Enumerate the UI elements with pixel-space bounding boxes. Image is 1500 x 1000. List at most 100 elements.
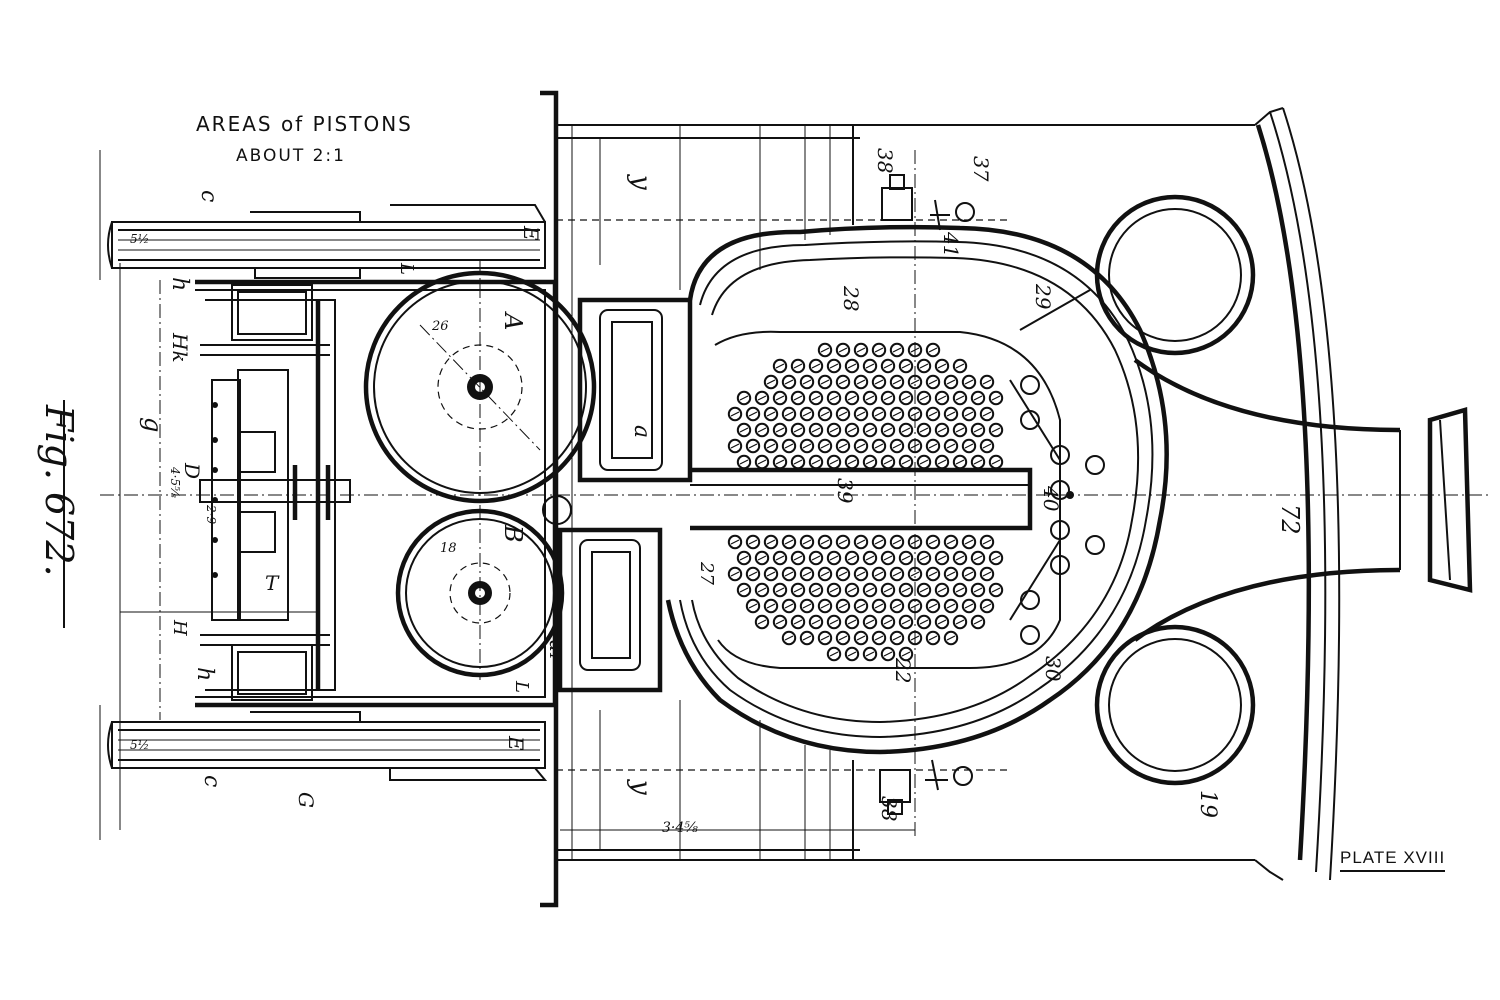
boiler-tube-hatch [820, 443, 830, 449]
wheel-top [107, 204, 546, 279]
boiler-tube-hatch [847, 555, 857, 561]
boiler-tube-hatch [793, 619, 803, 625]
boiler-tube-hatch [901, 363, 911, 369]
boiler-tube-hatch [946, 539, 956, 545]
boiler-tube-hatch [883, 651, 893, 657]
boiler-tube-hatch [901, 459, 911, 465]
reference-numbers: 19 22 27 28 29 30 37 38 38 39 40 41 72 [696, 148, 1304, 821]
boiler-tube-hatch [865, 619, 875, 625]
boiler-tube-hatch [973, 587, 983, 593]
boiler-tube-hatch [901, 395, 911, 401]
dim-centres: 2·9 [204, 504, 218, 524]
boiler-tube-hatch [937, 395, 947, 401]
boiler-tube-hatch [802, 571, 812, 577]
steam-pipe-port [542, 495, 572, 525]
boiler-tube-hatch [973, 395, 983, 401]
boiler-tube-hatch [775, 587, 785, 593]
boiler-tube-hatch [982, 443, 992, 449]
boiler-tube-hatch [892, 347, 902, 353]
boiler-tube-hatch [775, 619, 785, 625]
boiler-tube-hatch [919, 555, 929, 561]
label-cyl-high: A [499, 311, 527, 330]
boiler-tube-hatch [874, 379, 884, 385]
boiler-tube-hatch [802, 379, 812, 385]
ref-39: 39 [833, 478, 857, 504]
ref-30: 30 [1041, 656, 1065, 682]
figure-number: Fig. 672. [37, 404, 81, 577]
boiler-tube-hatch [793, 459, 803, 465]
boiler-tube-hatch [883, 587, 893, 593]
boiler-tube-hatch [793, 587, 803, 593]
boiler-tube-hatch [856, 379, 866, 385]
boiler-tube-hatch [991, 555, 1001, 561]
boiler-tube-hatch [874, 603, 884, 609]
label-guide-k: Hk [168, 332, 192, 363]
boiler-tube-hatch [802, 539, 812, 545]
boiler-tube-hatch [928, 635, 938, 641]
boiler-tube-hatch [919, 459, 929, 465]
boiler-tube-hatch [937, 555, 947, 561]
boiler-tube-hatch [874, 539, 884, 545]
fitting-top [881, 174, 975, 231]
boiler-tube-hatch [811, 587, 821, 593]
figure-label: Fig. 672. [37, 404, 81, 577]
boiler-tube-hatch [946, 411, 956, 417]
boiler-tube-hatch [991, 395, 1001, 401]
boiler-tube-hatch [928, 411, 938, 417]
boiler-tube-hatch [874, 571, 884, 577]
boiler-tube-hatch [820, 603, 830, 609]
boiler-tube-hatch [982, 571, 992, 577]
boiler-tube-hatch [811, 427, 821, 433]
frame-rivets [212, 402, 218, 578]
boiler-tube-hatch [820, 635, 830, 641]
boiler-tube-hatch [982, 411, 992, 417]
boiler-tube-hatch [982, 379, 992, 385]
boiler-tube-hatch [937, 619, 947, 625]
boiler-tube-hatch [739, 395, 749, 401]
valve-chest-high [577, 297, 693, 483]
dim-rim-top: 5½ [130, 232, 149, 246]
boiler-tube-hatch [937, 363, 947, 369]
boiler-tube-hatch [802, 603, 812, 609]
ref-28: 28 [839, 285, 863, 311]
label-saddle-top: y [626, 174, 656, 190]
label-saddle-bottom: y [626, 779, 656, 795]
boiler-tube-hatch [928, 443, 938, 449]
boiler-tube-hatch [748, 539, 758, 545]
boiler-tube-hatch [955, 587, 965, 593]
boiler-tube-hatch [874, 347, 884, 353]
boiler-tube-hatch [766, 539, 776, 545]
boiler-tube-hatch [973, 459, 983, 465]
boiler-tube-hatch [892, 411, 902, 417]
boiler-tube-hatch [910, 571, 920, 577]
boiler-tube-hatch [793, 555, 803, 561]
boiler-tube-hatch [928, 347, 938, 353]
boiler-tube-hatch [757, 427, 767, 433]
boiler-tube-hatch [973, 555, 983, 561]
boiler-tube-hatch [748, 571, 758, 577]
ref-22: 22 [891, 657, 915, 683]
boiler-tube-hatch [730, 571, 740, 577]
boiler-tube-hatch [982, 603, 992, 609]
boiler-tube-hatch [748, 411, 758, 417]
ref-41: 41 [939, 231, 963, 257]
boiler-tube-hatch [964, 379, 974, 385]
boiler-tube-hatch [730, 443, 740, 449]
boiler-tube-hatch [856, 347, 866, 353]
boiler-tube-hatch [919, 363, 929, 369]
dim-width: 3·4⅝ [662, 820, 698, 836]
boiler-tube-hatch [856, 411, 866, 417]
boiler-tube-hatch [793, 363, 803, 369]
fitting-bottom [879, 759, 973, 815]
boiler-tube-hatch [973, 619, 983, 625]
boiler-tube-hatch [883, 555, 893, 561]
boiler-tube-hatch [901, 555, 911, 561]
label-frame-l-bottom: L [511, 680, 532, 693]
cylinder-high-pressure [363, 260, 597, 504]
label-slide: T [265, 571, 280, 595]
boiler-tube-hatch [784, 539, 794, 545]
boiler-tube-hatch [784, 379, 794, 385]
label-wheel-bottom: c [199, 775, 224, 787]
boiler-tube-hatch [874, 635, 884, 641]
